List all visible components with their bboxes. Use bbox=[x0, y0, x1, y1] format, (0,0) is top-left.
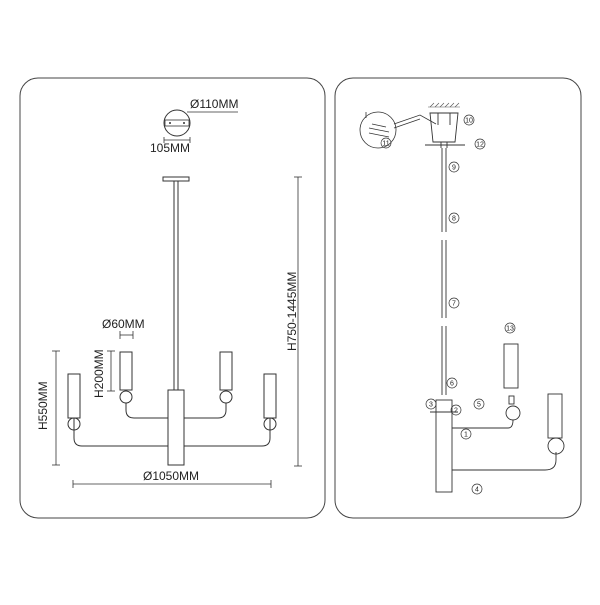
mounting-detail-magnifier bbox=[359, 111, 437, 149]
canopy-diameter-label: Ø110MM bbox=[190, 97, 238, 111]
callout-9: 9 bbox=[452, 165, 456, 172]
left-panel: Ø110MM 105MM bbox=[19, 77, 326, 519]
right-panel-frame bbox=[334, 77, 582, 519]
callout-11: 11 bbox=[382, 141, 389, 148]
total-height-label: H750-1445MM bbox=[285, 272, 299, 351]
canopy-side bbox=[425, 112, 465, 148]
callout-numbers: 1 2 3 4 5 6 7 8 9 10 11 12 13 bbox=[382, 118, 514, 494]
ceiling-hatch bbox=[428, 102, 460, 108]
total-diameter-label: Ø1050MM bbox=[143, 469, 199, 483]
callout-5: 5 bbox=[477, 402, 481, 409]
callout-2: 2 bbox=[454, 408, 458, 415]
chandelier-body-assembly bbox=[430, 343, 565, 493]
shade-height-label: H200MM bbox=[92, 349, 106, 398]
callout-4: 4 bbox=[475, 487, 479, 494]
callout-6: 6 bbox=[450, 381, 454, 388]
body-height-label: H550MM bbox=[36, 381, 50, 430]
chandelier-front-view bbox=[67, 176, 277, 466]
shade-diameter-label: Ø60MM bbox=[102, 317, 145, 331]
callout-8: 8 bbox=[452, 216, 456, 223]
callout-3: 3 bbox=[429, 402, 433, 409]
suspension-rods bbox=[441, 148, 447, 395]
canopy-top-view bbox=[163, 109, 238, 143]
callout-10: 10 bbox=[465, 118, 473, 125]
canopy-width-label: 105MM bbox=[150, 141, 190, 155]
callout-13: 13 bbox=[506, 326, 514, 333]
callout-7: 7 bbox=[452, 301, 456, 308]
callout-markers bbox=[380, 114, 516, 495]
callout-1: 1 bbox=[464, 432, 468, 439]
dimension-lines bbox=[52, 176, 302, 488]
right-panel: 1 2 3 4 5 6 7 8 9 10 11 12 13 bbox=[334, 77, 582, 519]
left-panel-frame bbox=[19, 77, 326, 519]
callout-12: 12 bbox=[476, 142, 484, 149]
